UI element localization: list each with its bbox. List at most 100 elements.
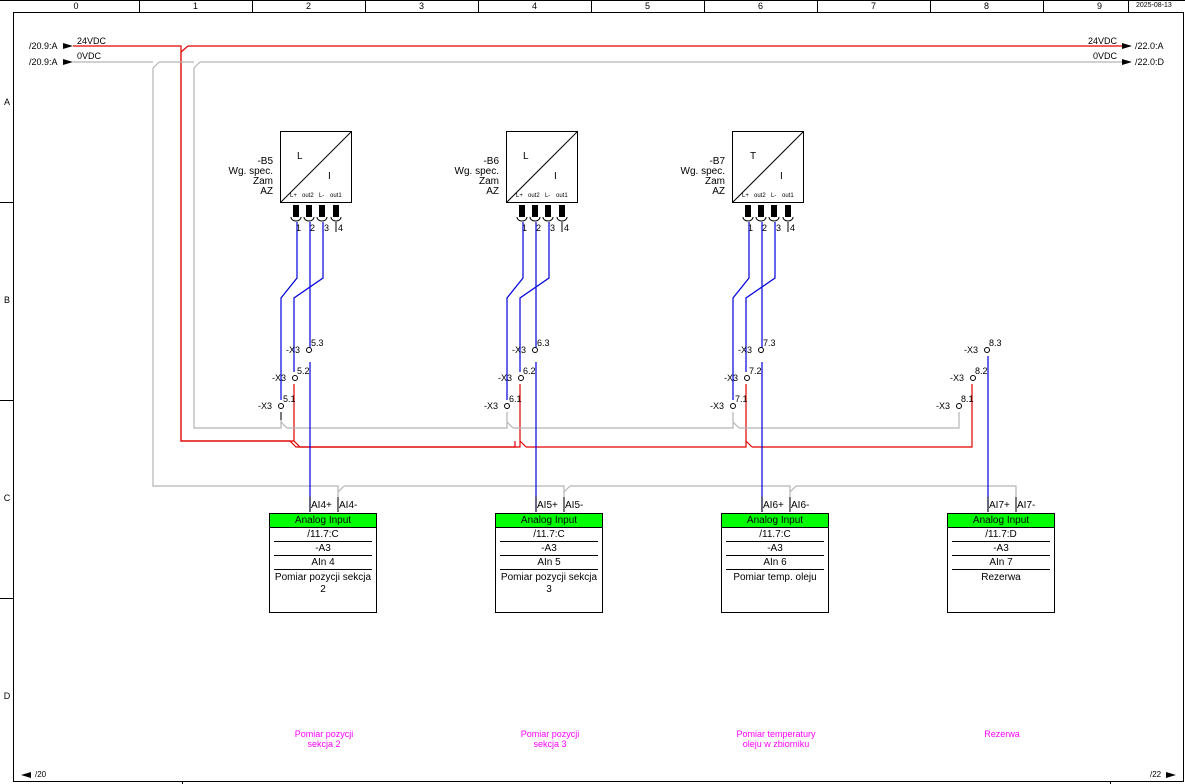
sensor-input-symbol: L (523, 151, 529, 162)
label-24vdc-right: 24VDC (1088, 36, 1118, 46)
terminal-strip-label: -X3 (498, 373, 513, 383)
module-terminal-minus: AI7- (1017, 500, 1036, 511)
footnote-ai4: Pomiar pozycji sekcja 2 (264, 729, 384, 749)
prev-page-link[interactable]: /20 (35, 770, 47, 779)
pin-number: 1 (522, 223, 528, 233)
analog-input-module-ai6[interactable]: Analog Input /11.7:C -A3 AIn 6 Pomiar te… (721, 513, 829, 613)
module-ref-link[interactable]: /11.7:C (726, 528, 824, 542)
power-ref-24v-in[interactable]: /20.9:A (29, 41, 58, 51)
pin-label: L- (319, 193, 325, 199)
module-channel: AIn 6 (726, 556, 824, 570)
module-device: -A3 (274, 542, 372, 556)
terminal-strip-label: -X3 (950, 373, 965, 383)
sensor-input-symbol: L (297, 151, 303, 162)
power-ref-0v-out[interactable]: /22.0:D (1135, 57, 1165, 67)
pin-label: L- (771, 193, 777, 199)
sensor-tag: -B7 (709, 156, 725, 167)
terminal-strip-label: -X3 (964, 345, 979, 355)
sensor-supplier: AZ (486, 186, 499, 197)
terminal-6-3[interactable]: 6.3 (537, 338, 550, 348)
sensor-input-symbol: T (750, 151, 757, 162)
pin-label: out2 (302, 193, 314, 199)
terminal-6-2[interactable]: 6.2 (523, 366, 536, 376)
column-label: 9 (1096, 1, 1102, 11)
footnote-line: Rezerwa (984, 729, 1020, 739)
sensor-supplier: AZ (712, 186, 725, 197)
terminal-strip-label: -X3 (258, 401, 273, 411)
sensor-b7-label[interactable]: -B7 Wg. spec. Zam AZ (662, 157, 725, 197)
sensor-order: Zam (479, 176, 499, 187)
footnote-line: Pomiar temperatury (736, 729, 816, 739)
next-page-link[interactable]: /22 (1150, 770, 1162, 779)
pin-number: 1 (748, 223, 754, 233)
module-terminal-minus: AI5- (565, 500, 584, 511)
terminal-strip-label: -X3 (936, 401, 951, 411)
module-description: Pomiar pozycji sekcja 2 (274, 572, 372, 595)
label-0vdc-right: 0VDC (1093, 51, 1118, 61)
module-description: Rezerwa (981, 572, 1021, 583)
terminal-7-2[interactable]: 7.2 (749, 366, 762, 376)
module-header: Analog Input (722, 514, 828, 528)
terminal-strip-label: -X3 (272, 373, 287, 383)
row-label: C (3, 493, 11, 503)
module-header: Analog Input (270, 514, 376, 528)
pin-label: out1 (556, 193, 568, 199)
analog-input-module-ai5[interactable]: Analog Input /11.7:C -A3 AIn 5 Pomiar po… (495, 513, 603, 613)
pin-label: out2 (754, 193, 766, 199)
column-label: 7 (870, 1, 876, 11)
pin-label: L- (545, 193, 551, 199)
terminal-strip-label: -X3 (512, 345, 527, 355)
footnote-line: Pomiar pozycji (520, 729, 580, 739)
terminal-strip-label: -X3 (286, 345, 301, 355)
sensor-tag: -B5 (257, 156, 273, 167)
pin-number: 3 (776, 223, 782, 233)
pin-number: 1 (296, 223, 302, 233)
terminal-strip-label: -X3 (710, 401, 725, 411)
terminal-5-3[interactable]: 5.3 (311, 338, 324, 348)
pin-label: out2 (528, 193, 540, 199)
sensor-tag: -B6 (483, 156, 499, 167)
module-ref-link[interactable]: /11.7:C (500, 528, 598, 542)
footnote-ai7: Rezerwa (942, 729, 1062, 739)
pin-label: L+ (742, 193, 749, 199)
footnote-line: Pomiar pozycji (294, 729, 354, 739)
date-stamp: 2025-08-13 (1136, 2, 1172, 9)
terminal-7-1[interactable]: 7.1 (735, 394, 748, 404)
module-terminal-plus: AI7+ (989, 500, 1010, 511)
sensor-b6-label[interactable]: -B6 Wg. spec. Zam AZ (436, 157, 499, 197)
module-terminal-plus: AI6+ (763, 500, 784, 511)
sensor-order: Zam (705, 176, 725, 187)
footnote-ai5: Pomiar pozycji sekcja 3 (490, 729, 610, 749)
pin-number: 4 (338, 223, 344, 233)
pin-label: L+ (290, 193, 297, 199)
module-header: Analog Input (496, 514, 602, 528)
terminal-8-3[interactable]: 8.3 (989, 338, 1002, 348)
row-label: D (3, 691, 11, 701)
terminal-8-2[interactable]: 8.2 (975, 366, 988, 376)
sensor-spec: Wg. spec. (228, 166, 273, 177)
column-label: 5 (644, 1, 650, 11)
terminal-6-1[interactable]: 6.1 (509, 394, 522, 404)
label-24vdc: 24VDC (77, 36, 107, 46)
module-ref-link[interactable]: /11.7:C (274, 528, 372, 542)
power-ref-24v-out[interactable]: /22.0:A (1135, 41, 1164, 51)
analog-input-module-ai7[interactable]: Analog Input /11.7:D -A3 AIn 7 Rezerwa (947, 513, 1055, 613)
module-ref-link[interactable]: /11.7:D (952, 528, 1050, 542)
terminal-5-1[interactable]: 5.1 (283, 394, 296, 404)
analog-input-module-ai4[interactable]: Analog Input /11.7:C -A3 AIn 4 Pomiar po… (269, 513, 377, 613)
sensor-b5-label[interactable]: -B5 Wg. spec. Zam AZ (210, 157, 273, 197)
module-channel: AIn 5 (500, 556, 598, 570)
terminal-5-2[interactable]: 5.2 (297, 366, 310, 376)
terminal-8-1[interactable]: 8.1 (961, 394, 974, 404)
module-device: -A3 (952, 542, 1050, 556)
pin-number: 2 (762, 223, 768, 233)
module-terminal-minus: AI4- (339, 500, 358, 511)
pin-label: out1 (782, 193, 794, 199)
terminal-7-3[interactable]: 7.3 (763, 338, 776, 348)
column-label: 1 (192, 1, 198, 11)
power-ref-0v-in[interactable]: /20.9:A (29, 57, 58, 67)
column-label: 0 (73, 1, 79, 11)
sensor-supplier: AZ (260, 186, 273, 197)
row-label: A (3, 97, 10, 107)
